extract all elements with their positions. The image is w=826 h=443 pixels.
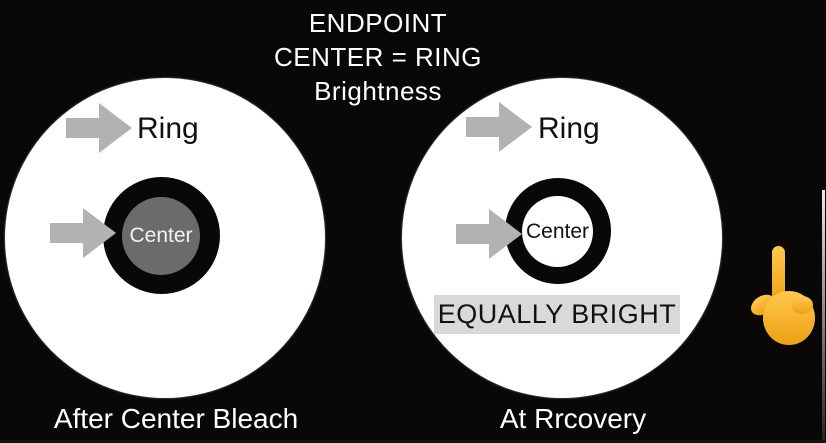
right-ring-arrow-right-icon xyxy=(466,102,532,152)
left-ring-label: Ring xyxy=(137,112,199,145)
right-center-label: Center xyxy=(525,219,590,243)
finger-pointing-up-icon xyxy=(750,246,815,345)
title-line-center-equals-ring: CENTER = RING xyxy=(273,42,483,72)
left-caption: After Center Bleach xyxy=(53,403,299,434)
left-ring-arrow-right-icon xyxy=(66,103,132,153)
title-line-endpoint: ENDPOINT xyxy=(308,8,448,38)
right-center-arrow-right-icon xyxy=(456,209,522,259)
equally-bright-badge: EQUALLY BRIGHT xyxy=(434,295,680,334)
left-center-arrow-right-icon xyxy=(50,208,116,258)
bottom-edge-line xyxy=(0,440,826,443)
left-center-label: Center xyxy=(129,224,193,247)
figure-title: ENDPOINT CENTER = RING Brightness xyxy=(230,6,526,108)
left-center-disc: Center xyxy=(122,197,200,275)
right-center-disc: Center xyxy=(522,196,593,267)
right-ring-label: Ring xyxy=(538,112,600,145)
title-line-brightness: Brightness xyxy=(314,76,442,106)
right-caption: At Rrcovery xyxy=(499,403,647,434)
right-edge-highlight-line xyxy=(822,190,825,443)
